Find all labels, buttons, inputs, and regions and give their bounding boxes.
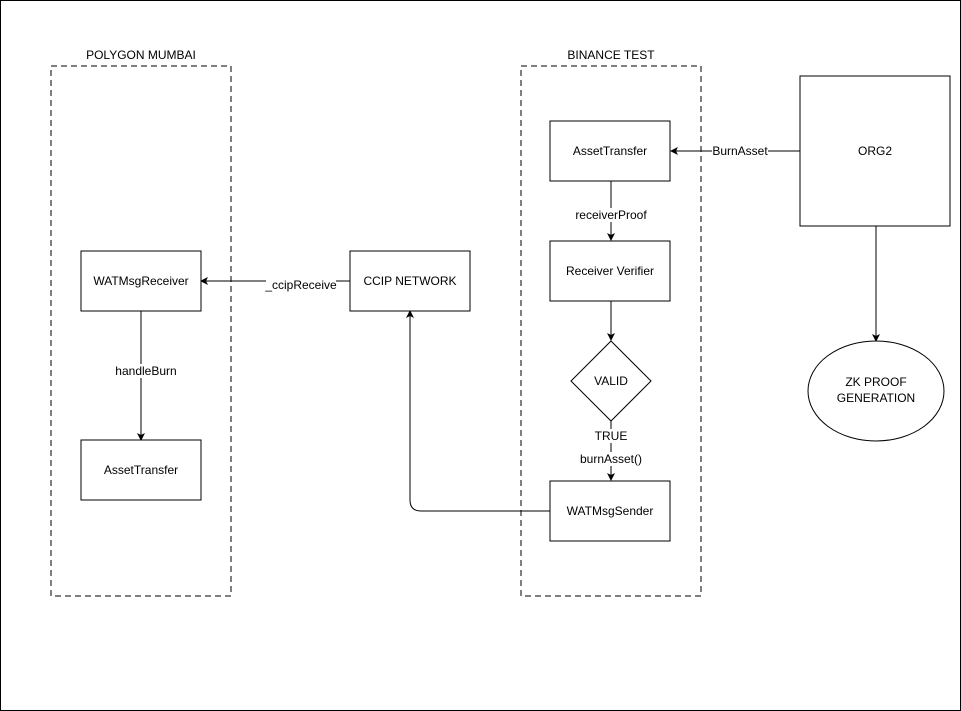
zk-proof-label-line2: GENERATION [837, 391, 915, 405]
zk-proof-label-line1: ZK PROOF [845, 375, 906, 389]
receiver-verifier-label: Receiver Verifier [566, 264, 654, 278]
receiver-verifier-box [549, 240, 671, 302]
ccip-receive-edge-label: _ccipReceive [264, 278, 337, 292]
watmsg-sender-label: WATMsgSender [567, 504, 654, 518]
watmsg-sender-box [549, 480, 671, 542]
handle-burn-edge-label: handleBurn [115, 364, 176, 378]
handle-burn-label-bg [115, 364, 177, 378]
receiver-proof-edge-label: receiverProof [575, 208, 647, 222]
valid-decision-label: VALID [594, 374, 628, 388]
binance-test-group [520, 65, 702, 597]
org2-label: ORG2 [858, 144, 892, 158]
ccip-network-label: CCIP NETWORK [363, 274, 456, 288]
polygon-mumbai-group [50, 65, 232, 597]
burn-asset-call-edge-label: burnAsset() [580, 452, 642, 466]
watmsg-receiver-label: WATMsgReceiver [93, 274, 188, 288]
true-edge-label: TRUE [595, 429, 628, 443]
watmsg-receiver-box [80, 250, 202, 312]
ccip-network-box [349, 250, 471, 312]
asset-transfer-polygon-box [80, 439, 202, 501]
burn-asset-edge-label: BurnAsset [712, 144, 768, 158]
burn-asset-call-label-bg [582, 452, 640, 466]
receiver-proof-label-bg [576, 208, 646, 222]
true-label-bg [596, 429, 626, 443]
asset-transfer-polygon-label: AssetTransfer [104, 463, 178, 477]
asset-transfer-binance-label: AssetTransfer [573, 144, 647, 158]
zk-proof-ellipse [807, 340, 945, 442]
org2-box [799, 75, 951, 227]
polygon-mumbai-title: POLYGON MUMBAI [86, 48, 196, 62]
sender-to-ccip-arrow [406, 310, 550, 512]
ccip-receive-label-bg [266, 278, 336, 292]
burn-asset-label-bg [712, 144, 768, 158]
valid-decision-diamond [570, 340, 652, 422]
binance-test-title: BINANCE TEST [567, 48, 655, 62]
asset-transfer-binance-box [549, 120, 671, 182]
